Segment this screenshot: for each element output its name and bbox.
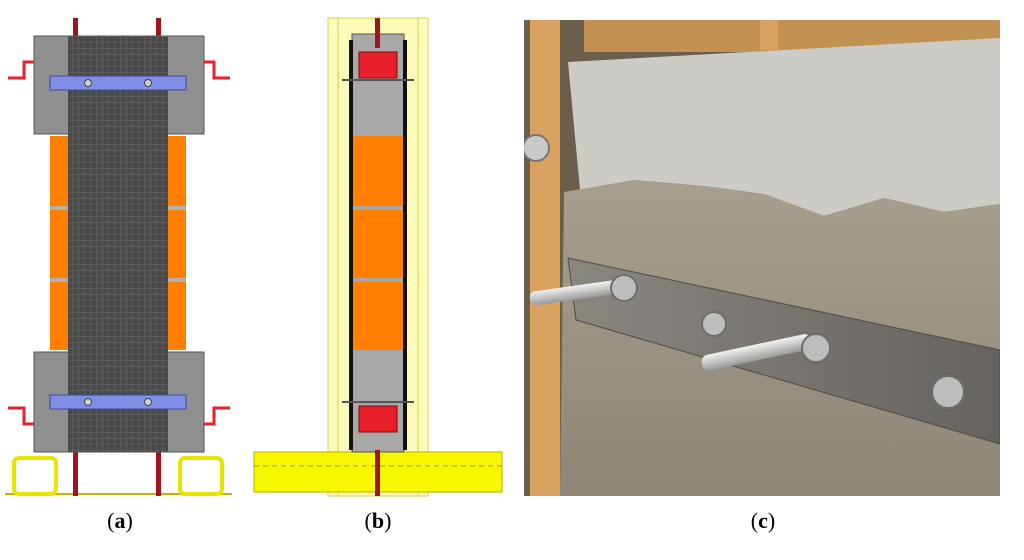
bolt-top-right xyxy=(144,79,152,87)
panel-a-front-elevation-drawing xyxy=(5,18,232,496)
rod-right xyxy=(403,40,407,450)
central-rebar-base xyxy=(375,450,380,496)
washer-4 xyxy=(931,375,965,409)
bolt-bottom-left xyxy=(84,398,92,406)
rod-left xyxy=(349,40,353,450)
caption-b: (b) xyxy=(364,508,392,533)
threaded-rod-right xyxy=(701,334,812,371)
concrete-upper-band xyxy=(568,38,1000,216)
washer-3 xyxy=(801,333,831,363)
blue-plate-bottom xyxy=(49,394,187,410)
blue-plate-top xyxy=(49,75,187,91)
hook-top-right xyxy=(204,60,230,80)
panel-b-side-section-drawing xyxy=(253,17,503,497)
central-rebar xyxy=(375,18,380,48)
red-anchor-top xyxy=(358,51,398,79)
hook-bottom-right xyxy=(204,406,230,426)
hook-top-left xyxy=(8,60,34,80)
washer-frame xyxy=(524,134,550,162)
bolt-top-left xyxy=(84,79,92,87)
base-stirrup-left xyxy=(12,456,58,496)
orange-block-upper xyxy=(352,136,404,206)
washer-1 xyxy=(610,274,638,302)
base-stirrup-right xyxy=(178,456,224,496)
caption-c: (c) xyxy=(750,508,776,533)
washer-2 xyxy=(701,311,727,337)
red-anchor-bottom xyxy=(358,405,398,433)
steel-mesh-strip xyxy=(68,36,168,452)
timber-post-left xyxy=(530,20,560,496)
caption-a: (a) xyxy=(107,508,133,533)
panel-c-photo xyxy=(524,20,1000,496)
threaded-rod-left xyxy=(529,279,626,306)
orange-block-middle xyxy=(352,210,404,278)
hook-bottom-left xyxy=(8,406,34,426)
bolt-bottom-right xyxy=(144,398,152,406)
orange-block-lower xyxy=(352,282,404,350)
timber-post-right xyxy=(760,20,778,50)
